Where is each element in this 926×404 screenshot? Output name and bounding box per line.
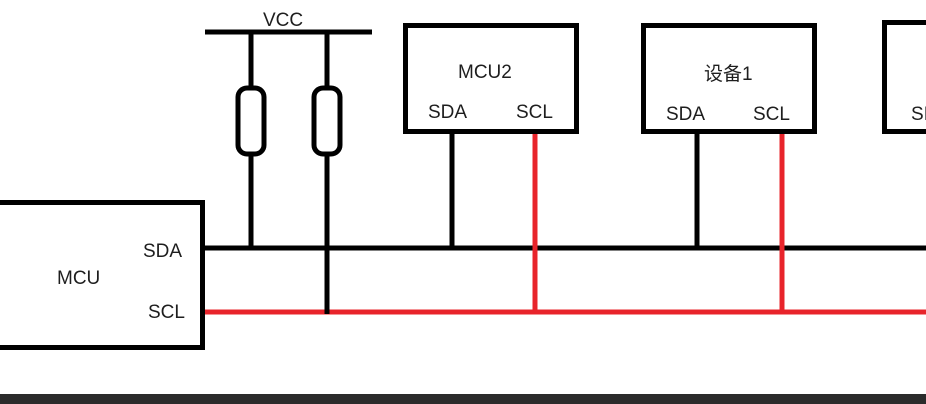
mcu2-scl-pin: SCL <box>516 102 553 123</box>
vcc-label: VCC <box>263 10 304 31</box>
device2-block-partial: SI <box>882 20 926 134</box>
device1-sda-pin: SDA <box>666 104 706 125</box>
device1-block: 设备1 SDA SCL <box>641 23 817 134</box>
device1-scl-pin: SCL <box>753 104 790 125</box>
mcu-name: MCU <box>57 268 101 289</box>
mcu2-block: MCU2 SDA SCL <box>403 23 579 134</box>
pullup-resistor-scl <box>311 85 343 157</box>
mcu2-sda-pin: SDA <box>428 102 468 123</box>
device2-sda-pin-fragment: SI <box>911 104 926 125</box>
bottom-bar <box>0 394 926 404</box>
mcu-sda-pin: SDA <box>143 241 183 262</box>
mcu2-name: MCU2 <box>458 62 512 83</box>
mcu-scl-pin: SCL <box>148 302 185 323</box>
pullup-resistor-sda <box>235 85 267 157</box>
device1-name: 设备1 <box>704 64 753 85</box>
mcu-block: MCU SDA SCL <box>0 200 205 350</box>
